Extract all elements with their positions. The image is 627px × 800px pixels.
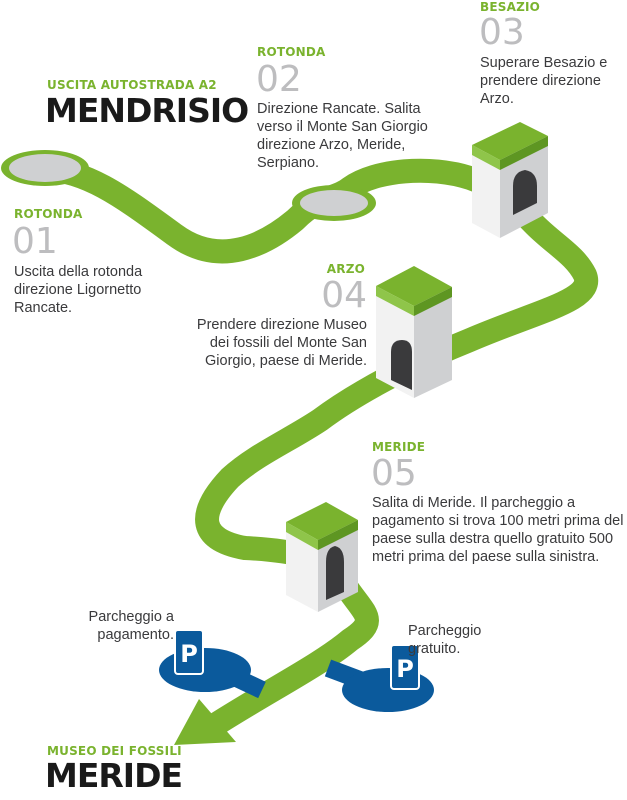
step-01-text: Uscita della rotonda direzione Ligornett… — [14, 264, 143, 316]
parking-sign-free-icon: P — [390, 644, 420, 690]
step-03-number: 03 — [479, 12, 525, 53]
step-01-kicker: ROTONDA — [14, 207, 83, 221]
parking-symbol-free: P — [396, 655, 414, 683]
step-02-text: Direzione Rancate. Salita verso il Monte… — [257, 101, 428, 171]
step-03-kicker: BESAZIO — [480, 0, 541, 14]
parking-paid-label: Parcheggio a pagamento. — [88, 609, 174, 643]
step-05-number: 05 — [371, 453, 417, 494]
end-title: MERIDE — [45, 756, 183, 795]
step-05-text: Salita di Meride. Il parcheggio a pagame… — [372, 495, 624, 565]
road-arrow — [174, 699, 236, 745]
start-kicker: USCITA AUTOSTRADA A2 — [47, 78, 217, 92]
gate-03-icon — [472, 122, 548, 238]
parking-area-free — [342, 668, 434, 712]
parking-free-label: Parcheggio gratuito. — [408, 623, 482, 657]
end-kicker: MUSEO DEI FOSSILI — [47, 744, 182, 758]
gate-05-icon — [286, 502, 358, 612]
roundabout-01-center — [9, 154, 81, 182]
parking-symbol-paid: P — [180, 640, 198, 668]
step-04-text: Prendere direzione Museo dei fossili del… — [196, 317, 367, 369]
gate-04-icon — [376, 266, 452, 398]
start-title: MENDRISIO — [45, 91, 249, 130]
step-03-text: Superare Besazio e prendere direzione Ar… — [480, 55, 608, 107]
parking-sign-paid-icon: P — [174, 629, 204, 675]
step-02-number: 02 — [256, 59, 302, 100]
parking-area-paid — [159, 648, 251, 692]
roundabout-02-center — [300, 190, 368, 216]
step-01-number: 01 — [12, 221, 58, 262]
step-04-number: 04 — [321, 275, 367, 316]
step-04-kicker: ARZO — [326, 262, 365, 276]
step-05-kicker: MERIDE — [372, 440, 426, 454]
step-02-kicker: ROTONDA — [257, 45, 326, 59]
